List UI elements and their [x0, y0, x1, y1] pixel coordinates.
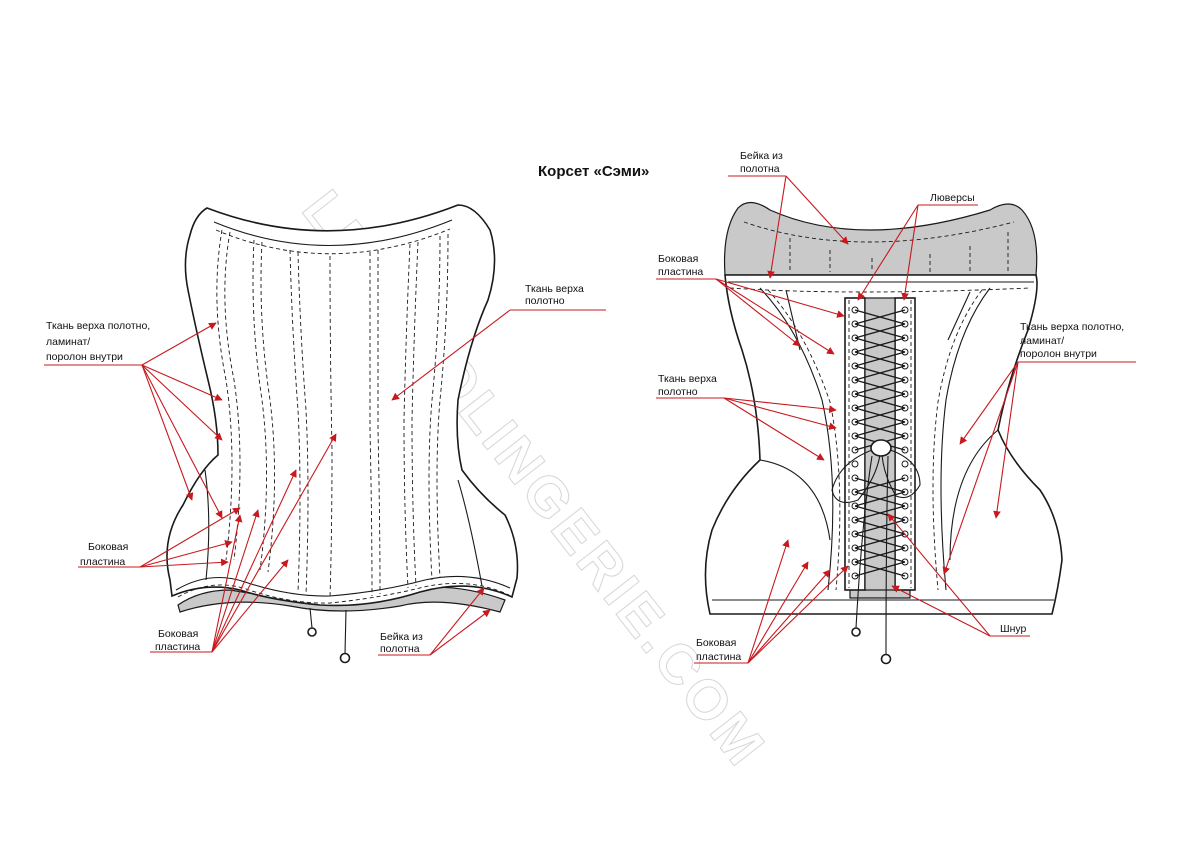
- front-body-outline: [166, 204, 519, 607]
- lace-segment: [854, 407, 906, 423]
- back-label-top-fabric: Ткань верха полотно: [656, 373, 837, 461]
- svg-text:Ткань верха полотно,: Ткань верха полотно,: [46, 320, 150, 332]
- lace-segment: [854, 491, 906, 507]
- svg-text:пластина: пластина: [696, 651, 741, 663]
- svg-text:полотно: полотно: [658, 386, 698, 398]
- svg-text:Шнур: Шнур: [1000, 623, 1027, 635]
- lace-segment: [854, 533, 906, 549]
- svg-text:Ткань верха полотно,: Ткань верха полотно,: [1020, 321, 1124, 333]
- back-label-side-panel-top: Боковая пластина: [656, 253, 845, 355]
- svg-text:полотна: полотна: [380, 643, 420, 655]
- svg-text:полотно: полотно: [525, 295, 565, 307]
- lace-segment: [854, 323, 906, 339]
- lace-segment: [854, 365, 906, 381]
- lace-segment: [854, 393, 906, 409]
- front-label-binding: Бейка из полотна: [378, 587, 491, 656]
- svg-text:Боковая: Боковая: [158, 628, 198, 640]
- svg-text:Ткань верха: Ткань верха: [525, 283, 584, 295]
- back-label-binding: Бейка из полотна: [728, 150, 849, 279]
- back-corset: [704, 201, 1063, 665]
- svg-text:пластина: пластина: [658, 266, 703, 278]
- svg-text:поролон внутри: поролон внутри: [46, 351, 123, 363]
- eyelet: [901, 460, 909, 468]
- lace-segment: [854, 477, 906, 493]
- front-label-top-fabric: Ткань верха полотно: [391, 283, 606, 401]
- lace-segment: [854, 505, 906, 521]
- svg-text:поролон внутри: поролон внутри: [1020, 348, 1097, 360]
- lace-segment: [854, 561, 906, 577]
- lace-segment: [854, 351, 906, 367]
- svg-text:пластина: пластина: [155, 641, 200, 653]
- svg-text:Боковая: Боковая: [696, 637, 736, 649]
- lace-segment: [854, 309, 906, 325]
- svg-text:пластина: пластина: [80, 556, 125, 568]
- svg-text:Люверсы: Люверсы: [930, 192, 975, 204]
- lace-segment: [854, 421, 906, 437]
- svg-text:ламинат/: ламинат/: [46, 336, 90, 348]
- svg-text:Боковая: Боковая: [88, 541, 128, 553]
- svg-text:Ткань верха: Ткань верха: [658, 373, 717, 385]
- lace-segment: [854, 379, 906, 395]
- svg-text:Боковая: Боковая: [658, 253, 698, 265]
- svg-text:ламинат/: ламинат/: [1020, 335, 1064, 347]
- lace-segment: [854, 337, 906, 353]
- eyelet: [851, 460, 859, 468]
- back-label-fabric-laminate: Ткань верха полотно, ламинат/ поролон вн…: [942, 321, 1136, 575]
- svg-text:Бейка из: Бейка из: [380, 631, 423, 643]
- front-corset: [166, 204, 519, 664]
- page-title: Корсет «Сэми»: [538, 163, 649, 180]
- back-label-cord: Шнур: [887, 513, 1030, 637]
- front-label-side-panel-bottom: Боковая пластина: [150, 433, 337, 653]
- front-label-fabric-laminate: Ткань верха полотно, ламинат/ поролон вн…: [44, 320, 223, 519]
- back-label-side-panel-bottom: Боковая пластина: [694, 539, 849, 664]
- lace-segment: [854, 547, 906, 563]
- svg-text:полотна: полотна: [740, 163, 780, 175]
- back-label-eyelets: Люверсы: [857, 192, 978, 301]
- svg-text:Бейка из: Бейка из: [740, 150, 783, 162]
- front-label-side-panel-left: Боковая пластина: [78, 507, 241, 568]
